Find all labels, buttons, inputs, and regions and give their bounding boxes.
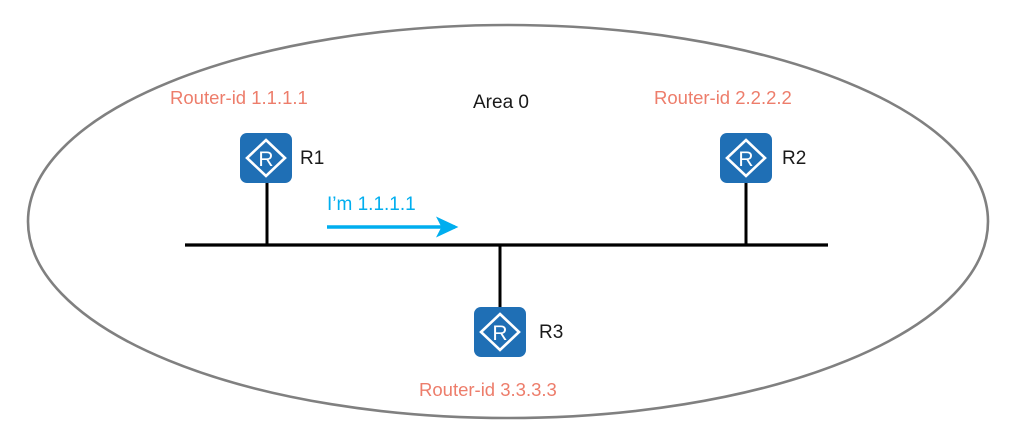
router-name-r2: R2 bbox=[782, 148, 807, 169]
router-id-label-r3: Router-id 3.3.3.3 bbox=[419, 379, 557, 400]
area-boundary-ellipse bbox=[26, 23, 990, 420]
router-id-label-r1: Router-id 1.1.1.1 bbox=[170, 87, 308, 108]
svg-text:R: R bbox=[738, 148, 753, 171]
router-name-r3: R3 bbox=[539, 322, 564, 343]
router-name-r1: R1 bbox=[300, 148, 325, 169]
svg-text:R: R bbox=[492, 322, 507, 345]
flow-arrow-label: I’m 1.1.1.1 bbox=[327, 194, 416, 215]
router-icon-r2[interactable]: R bbox=[720, 133, 772, 183]
router-icon-r3[interactable]: R bbox=[474, 307, 526, 357]
svg-text:R: R bbox=[258, 148, 273, 171]
router-id-label-r2: Router-id 2.2.2.2 bbox=[654, 87, 792, 108]
router-icon-r1[interactable]: R bbox=[240, 133, 292, 183]
area-label: Area 0 bbox=[473, 92, 529, 113]
